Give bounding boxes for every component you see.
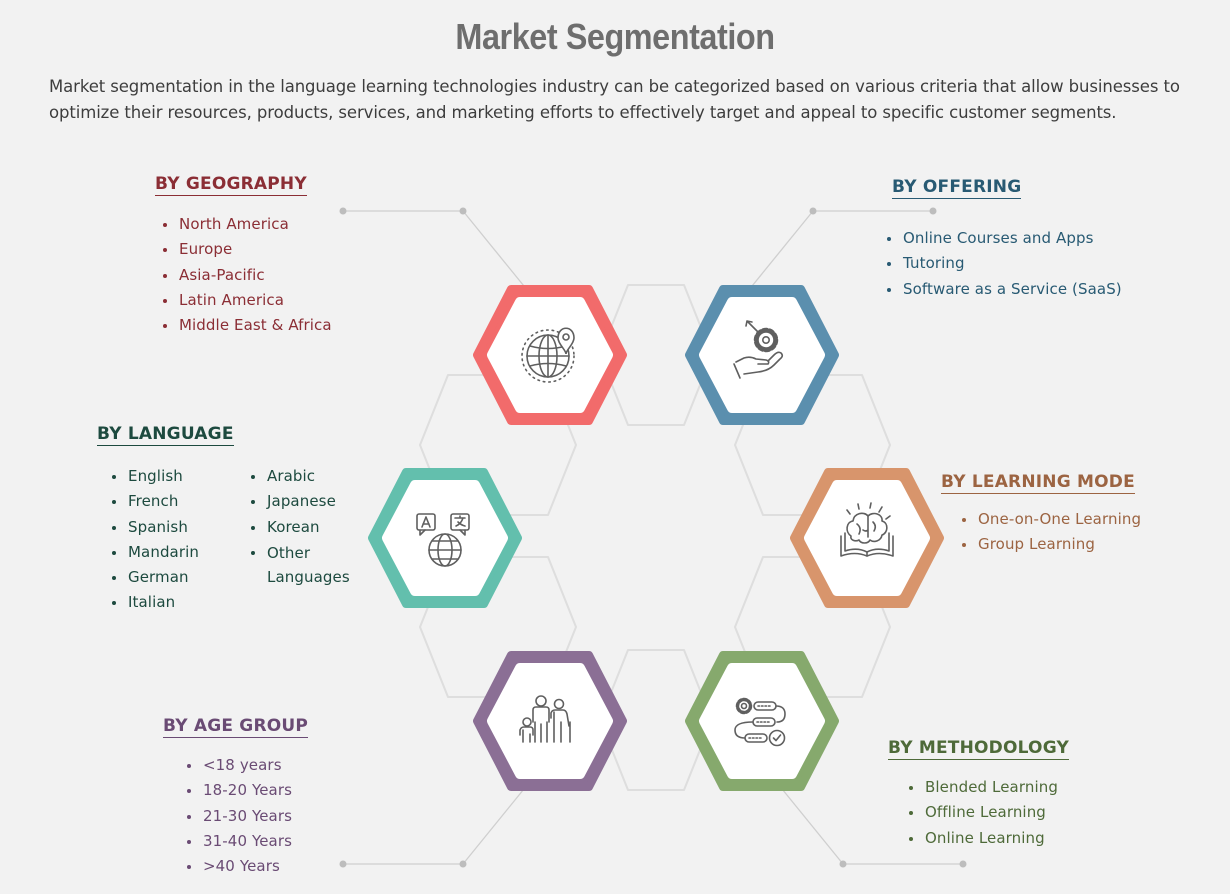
segment-offering: BY OFFERING	[892, 177, 1022, 199]
list-item: Online Courses and Apps	[879, 226, 1122, 251]
process-flow-icon	[734, 697, 786, 747]
list-item: Offline Learning	[901, 800, 1069, 825]
list-item: Asia-Pacific	[155, 263, 332, 288]
list-item: <18 years	[179, 753, 308, 778]
list-item: English	[104, 464, 243, 489]
segment-heading-offering: BY OFFERING	[892, 177, 1022, 199]
list-item: 18-20 Years	[179, 778, 308, 803]
list-item: Italian	[104, 590, 243, 615]
list-item: One-on-One Learning	[954, 507, 1141, 532]
translate-globe-icon	[416, 513, 470, 567]
family-icon	[519, 695, 571, 743]
list-item: Other Languages	[243, 540, 357, 589]
list-item: Online Learning	[901, 826, 1069, 851]
list-item: Europe	[155, 237, 332, 262]
segment-heading-learning-mode: BY LEARNING MODE	[941, 472, 1135, 494]
page-title: Market Segmentation	[455, 16, 775, 57]
list-item: Spanish	[104, 515, 243, 540]
globe-location-icon	[521, 327, 575, 383]
connector-lines	[339, 207, 967, 868]
list-item: 21-30 Years	[179, 804, 308, 829]
brain-book-icon	[840, 502, 894, 557]
segment-language: BY LANGUAGE English French Spanish Manda…	[97, 424, 357, 616]
list-item: Middle East & Africa	[155, 313, 332, 338]
segment-list-methodology: Blended Learning Offline Learning Online…	[901, 775, 1069, 851]
list-item: German	[104, 565, 243, 590]
list-item: Latin America	[155, 288, 332, 313]
list-item: Mandarin	[104, 540, 243, 565]
segment-offering-items: Online Courses and Apps Tutoring Softwar…	[879, 213, 1122, 302]
segment-heading-age-group: BY AGE GROUP	[163, 716, 309, 738]
segment-list-offering: Online Courses and Apps Tutoring Softwar…	[879, 226, 1122, 302]
list-item: 31-40 Years	[179, 829, 308, 854]
list-item: Software as a Service (SaaS)	[879, 277, 1122, 302]
list-item: North America	[155, 212, 332, 237]
segment-age-group: BY AGE GROUP <18 years 18-20 Years 21-30…	[163, 716, 309, 879]
list-item: Blended Learning	[901, 775, 1069, 800]
segment-list-geography: North America Europe Asia-Pacific Latin …	[155, 212, 332, 338]
list-item: Japanese	[243, 489, 357, 514]
list-item: >40 Years	[179, 854, 308, 879]
segment-heading-language: BY LANGUAGE	[97, 424, 234, 446]
list-item: Arabic	[243, 464, 357, 489]
list-item: Group Learning	[954, 532, 1141, 557]
segment-list-age-group: <18 years 18-20 Years 21-30 Years 31-40 …	[179, 753, 308, 879]
segment-heading-methodology: BY METHODOLOGY	[888, 738, 1069, 760]
list-item: Korean	[243, 515, 357, 540]
intro-paragraph: Market segmentation in the language lear…	[49, 77, 1180, 122]
segment-list-learning-mode: One-on-One Learning Group Learning	[954, 507, 1141, 558]
segment-heading-geography: BY GEOGRAPHY	[155, 174, 307, 196]
hand-gear-icon	[733, 320, 784, 379]
segment-learning-mode: BY LEARNING MODE One-on-One Learning Gro…	[941, 472, 1141, 558]
segment-methodology: BY METHODOLOGY Blended Learning Offline …	[888, 738, 1069, 851]
list-item: French	[104, 489, 243, 514]
list-item: Tutoring	[879, 251, 1122, 276]
segment-geography: BY GEOGRAPHY North America Europe Asia-P…	[155, 174, 332, 338]
segment-list-language: English French Spanish Mandarin German I…	[104, 464, 357, 616]
